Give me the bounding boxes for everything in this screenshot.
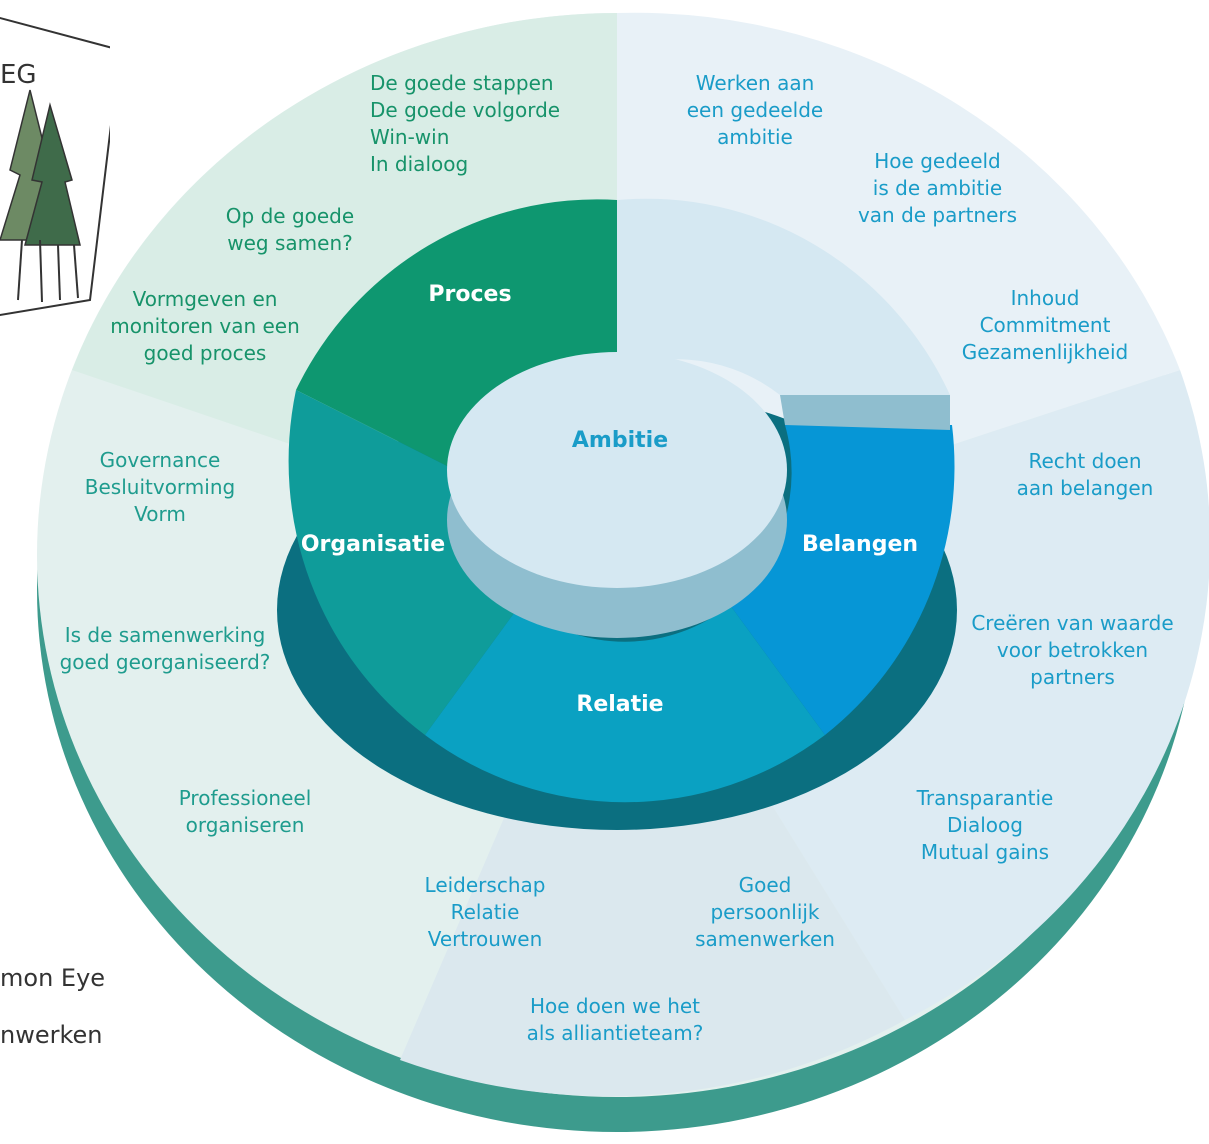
segment-label-proces: Proces <box>428 282 512 307</box>
tree-sign-illustration <box>0 16 110 317</box>
label-belangen-justice: Recht doen aan belangen <box>1016 449 1154 500</box>
segment-label-relatie: Relatie <box>576 692 664 717</box>
label-organisatie-professional: Professioneel organiseren <box>178 786 312 837</box>
label-ambitie-question: Hoe gedeeld is de ambitie van de partner… <box>857 149 1018 227</box>
label-proces-shaping: Vormgeven en monitoren van een goed proc… <box>110 287 300 365</box>
cutoff-text-line-2: nwerken <box>0 1021 103 1049</box>
segment-relatie <box>425 605 825 803</box>
segment-ambitie <box>617 198 950 395</box>
segment-organisatie <box>288 390 520 735</box>
segment-label-organisatie: Organisatie <box>300 532 446 557</box>
label-ambitie-items: Inhoud Commitment Gezamenlijkheid <box>961 286 1129 364</box>
label-relatie-question: Hoe doen we het als alliantieteam? <box>526 994 704 1045</box>
label-ambitie-shared: Werken aan een gedeelde ambitie <box>686 71 824 149</box>
segment-label-belangen: Belangen <box>801 532 919 557</box>
sign-text-fragment: EG <box>0 60 37 90</box>
label-proces-question: Op de goede weg samen? <box>225 204 355 255</box>
label-relatie-personal: Goed persoonlijk samenwerken <box>695 873 835 951</box>
label-relatie-items: Leiderschap Relatie Vertrouwen <box>424 873 546 951</box>
center-label: Ambitie <box>571 428 669 453</box>
label-proces-steps: De goede stappen De goede volgorde Win-w… <box>370 71 561 176</box>
center-top <box>447 352 787 588</box>
segment-ambitie-edge <box>780 395 950 430</box>
cutoff-text-line-1: mon Eye <box>0 964 106 992</box>
label-belangen-value: Creëren van waarde voor betrokken partne… <box>971 611 1174 689</box>
label-organisatie-question: Is de samenwerking goed georganiseerd? <box>59 623 271 674</box>
label-organisatie-items: Governance Besluitvorming Vorm <box>84 448 236 526</box>
segment-proces <box>296 199 617 470</box>
segment-belangen <box>730 425 955 735</box>
label-belangen-items: Transparantie Dialoog Mutual gains <box>916 786 1054 864</box>
